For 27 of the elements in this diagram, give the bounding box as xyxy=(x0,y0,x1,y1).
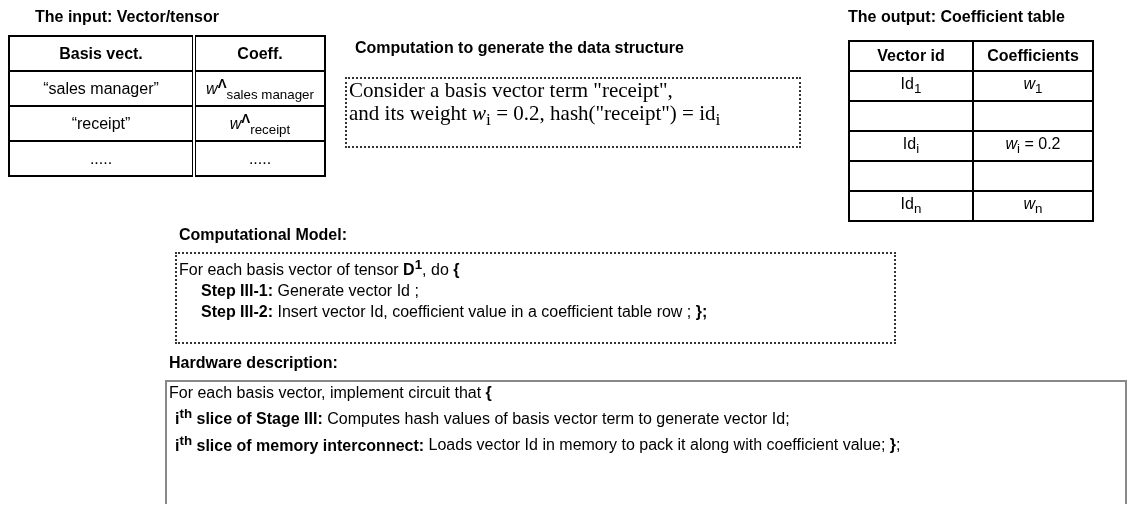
panel-heading: Computation to generate the data structure xyxy=(355,39,684,57)
table-cell: “sales manager” xyxy=(9,71,194,106)
table-cell: Id$_{1}$ xyxy=(849,71,973,101)
table-title: The input: Vector/tensor xyxy=(35,8,219,26)
table-cell: Id$_{i}$ xyxy=(849,131,973,161)
text-line: For each basis vector, implement circuit that { xyxy=(168,383,492,403)
table-title: The output: Coefficient table xyxy=(848,8,1065,26)
table-cell: “receipt” xyxy=(9,106,194,141)
panel-heading: Hardware description: xyxy=(169,354,338,372)
text-line: Step III-1: Generate vector Id ; xyxy=(200,281,419,302)
text-line: i$^{th}$ slice of memory interconnect: Loads vector Id in memory to pack it along with coefficient value; }; xyxy=(174,431,901,456)
table-cell: w$_{i}$ = 0.2 xyxy=(973,131,1093,161)
text-line: i$^{th}$ slice of Stage III: Computes hash values of basis vector term to generate vector Id; xyxy=(174,405,790,430)
column-header: Coeff. xyxy=(194,36,325,71)
column-header: Basis vect. xyxy=(9,36,194,71)
panel-heading: Computational Model: xyxy=(179,226,347,244)
table-cell: Id$_{n}$ xyxy=(849,191,973,221)
text-line: and its weight w$_{i}$ = 0.2, hash("receipt") = id$_{i}$ xyxy=(348,102,721,132)
table-cell: w$_{n}$ xyxy=(973,191,1093,221)
text-line: Step III-2: Insert vector Id, coefficient value in a coefficient table row ; }; xyxy=(200,302,708,323)
text-line: For each basis vector of tensor D$^{1}$, do { xyxy=(178,256,460,281)
table-cell: ..... xyxy=(9,141,194,176)
table-cell: w$_{1}$ xyxy=(973,71,1093,101)
column-header: Vector id xyxy=(849,41,973,71)
column-header: Coefficients xyxy=(973,41,1093,71)
table-cell: ..... xyxy=(194,141,325,176)
text-line: Consider a basis vector term "receipt", xyxy=(348,79,673,102)
